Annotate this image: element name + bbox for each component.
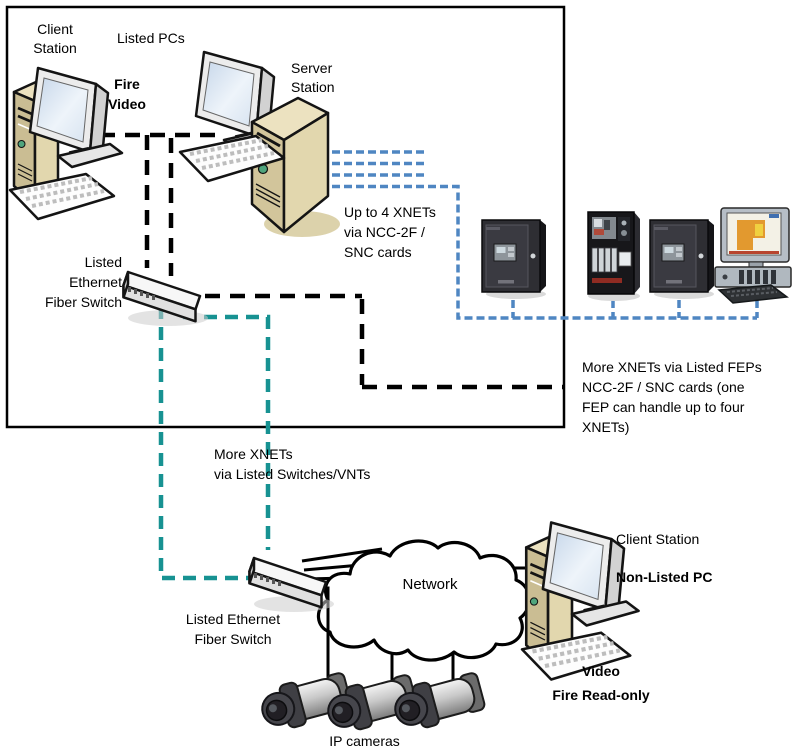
label-server-station: Server Station — [291, 60, 335, 95]
teal-dashed-link-right — [183, 314, 271, 550]
blue-panel-drops — [511, 300, 759, 318]
label-video-fire-readonly: Video Fire Read-only — [552, 663, 650, 703]
label-ip-cameras: IP cameras — [329, 733, 400, 749]
label-more-xnets-switches: More XNETs via Listed Switches/VNTs — [214, 446, 371, 482]
label-switch-bottom: Listed Ethernet Fiber Switch — [185, 611, 281, 647]
fire-panel-1-icon — [481, 219, 547, 300]
teal-dashed-link-left — [158, 306, 249, 581]
black-dashed-switch-feps-link — [205, 293, 563, 390]
server-tower-icon — [250, 96, 342, 239]
listed-region-border — [5, 5, 566, 429]
network-cloud-icon — [316, 539, 531, 662]
ethernet-switch-top-icon — [122, 270, 210, 328]
label-fire-video: Fire Video — [108, 76, 146, 112]
label-network: Network — [402, 576, 458, 593]
label-non-listed-pc: Non-Listed PC — [616, 569, 713, 585]
black-dashed-client-server-link — [100, 132, 215, 276]
label-client-station-bottom: Client Station Non-Listed PC — [616, 511, 756, 606]
fire-panel-2-icon — [649, 219, 715, 300]
fep-workstation-icon — [714, 207, 792, 304]
label-client-station-bottom-line1: Client Station — [616, 531, 700, 547]
blue-xnet-stubs — [332, 150, 425, 177]
label-more-xnets-feps: More XNETs via Listed FEPs NCC-2F / SNC … — [582, 359, 762, 435]
label-listed-pcs: Listed PCs — [117, 30, 185, 46]
label-up-to-4-xnets: Up to 4 XNETs via NCC-2F / SNC cards — [344, 204, 436, 260]
ethernet-switch-bottom-icon — [248, 556, 336, 614]
label-client-station-top: Client Station — [33, 21, 77, 56]
blue-xnet-bus — [332, 184, 757, 320]
label-switch-top: Listed Ethernet Fiber Switch — [44, 254, 122, 310]
fire-panel-open-icon — [587, 211, 641, 302]
